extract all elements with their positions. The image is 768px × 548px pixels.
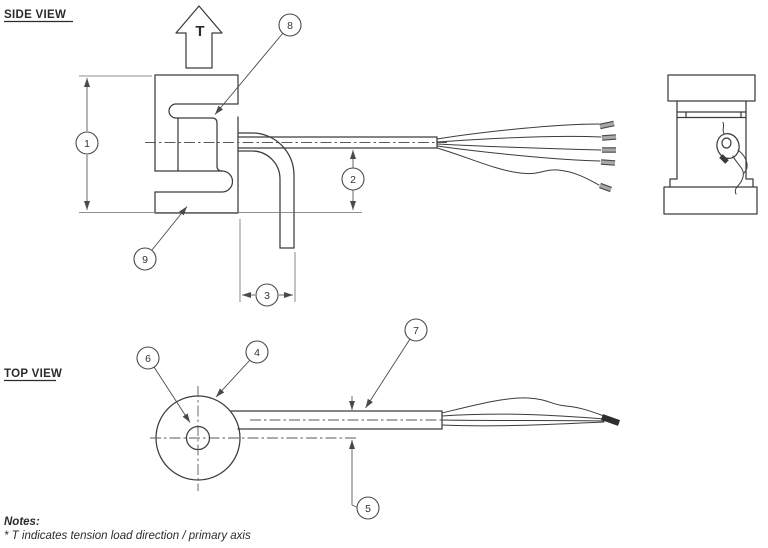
end-view: [663, 74, 758, 215]
bend-sleeve-outer: [237, 132, 295, 249]
leader-callout-8: [214, 32, 284, 115]
wire-lead: [441, 397, 605, 417]
tension-arrow-label: T: [195, 23, 204, 40]
leader-callout-6: [153, 366, 191, 423]
wire-lead: [441, 419, 605, 422]
cable-side: [145, 136, 447, 149]
svg-text:2: 2: [350, 174, 356, 186]
callout-8: 8: [278, 13, 302, 37]
upper-slot: [168, 103, 239, 172]
cable-gland-core: [721, 137, 732, 149]
callout-1: 1: [75, 131, 99, 155]
side-view-label: SIDE VIEW: [4, 9, 66, 21]
side-view: SIDE VIEW T: [4, 5, 617, 302]
wire-lead: [441, 421, 605, 427]
callout-2: 2: [341, 167, 365, 191]
notes-line: * T indicates tension load direction / p…: [4, 530, 251, 542]
end-view-top-cap: [667, 74, 756, 102]
wire-leads-side: [436, 120, 617, 193]
cable-strand: [732, 155, 744, 195]
wire-lead: [436, 147, 600, 186]
cable-top: [230, 397, 620, 430]
end-view-cable-exit: [716, 122, 748, 195]
svg-text:4: 4: [254, 347, 260, 359]
callouts: 1 2 3 4 5 6 7 8: [75, 13, 428, 520]
cable-stub: [722, 122, 725, 135]
dimension-cable-diameter: [349, 396, 358, 508]
svg-text:7: 7: [413, 325, 419, 337]
wire-lead: [436, 123, 600, 140]
dimension-bend-offset: [239, 219, 296, 302]
end-view-body: [669, 100, 754, 188]
leader-callout-4: [215, 359, 251, 398]
wire-lead: [441, 413, 605, 420]
top-view: TOP VIEW: [4, 338, 620, 508]
load-cell-body-side: [154, 74, 239, 214]
svg-text:5: 5: [365, 503, 371, 515]
callout-9: 9: [133, 247, 157, 271]
svg-text:3: 3: [264, 290, 270, 302]
tinned-bundle-tip: [601, 414, 620, 426]
svg-text:6: 6: [145, 353, 151, 365]
svg-text:9: 9: [142, 254, 148, 266]
body-outline: [154, 74, 239, 214]
notes: Notes: * T indicates tension load direct…: [4, 516, 251, 542]
callout-6: 6: [136, 346, 160, 370]
lower-slot: [154, 170, 234, 193]
cable-strand: [737, 149, 748, 174]
leader-callout-9: [151, 206, 188, 251]
callout-3: 3: [255, 283, 279, 307]
bend-sleeve-inner: [237, 150, 281, 249]
callout-5: 5: [356, 496, 380, 520]
notes-title: Notes:: [4, 516, 40, 528]
wire-lead: [436, 145, 601, 162]
bend-sleeve: [237, 132, 295, 249]
leader-callout-7: [365, 338, 411, 409]
tinned-wire-tips: [599, 120, 617, 193]
cable-tip-dark: [719, 154, 729, 164]
tension-arrow-shape: [175, 5, 223, 69]
svg-text:1: 1: [84, 138, 90, 150]
top-view-label: TOP VIEW: [4, 368, 62, 380]
end-view-base: [663, 186, 758, 215]
wire-lead: [436, 135, 602, 143]
cable-gland: [716, 132, 740, 160]
callout-4: 4: [245, 340, 269, 364]
tension-arrow: T: [175, 5, 223, 69]
end-view-groove: [676, 111, 747, 119]
wire-lead: [436, 143, 602, 151]
load-cell-body-top: [150, 386, 358, 491]
svg-text:8: 8: [287, 20, 293, 32]
dimension-overall-height: [79, 75, 152, 210]
callout-7: 7: [404, 318, 428, 342]
